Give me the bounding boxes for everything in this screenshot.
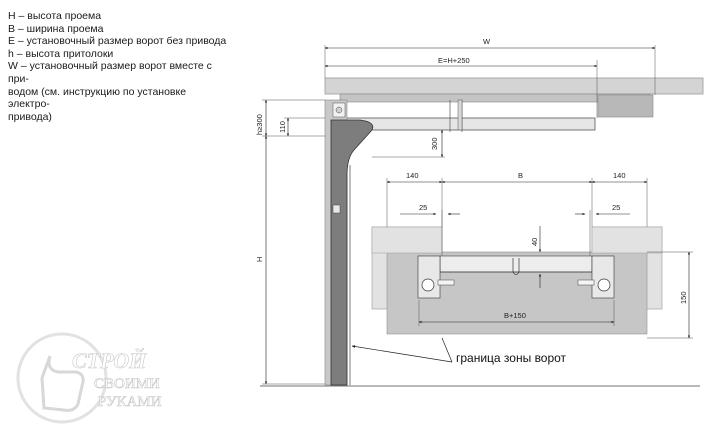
legend-line: B – ширина проема [8, 22, 104, 35]
side-view: W E=H+250 h≥300 110 300 H [255, 37, 704, 387]
horizontal-track [344, 117, 596, 131]
logo-line3: РУКАМИ [98, 394, 162, 410]
dim-b150: B+150 [504, 311, 526, 320]
dim-e: E=H+250 [438, 56, 470, 65]
legend-line: H – высота проема [8, 10, 102, 22]
dim-25-left: 25 [419, 203, 427, 212]
logo-line2: СВОИМИ [94, 376, 160, 392]
curved-frame [330, 119, 374, 386]
logo-ring [16, 332, 108, 424]
front-view: 140 B 140 25 25 40 B+150 150 [351, 171, 693, 365]
dim-b: B [518, 171, 523, 180]
dim-w: W [483, 37, 491, 46]
legend-line: привода) [8, 110, 52, 123]
dim-40: 40 [530, 238, 539, 246]
legend: H – высота проема B – ширина проема E – … [8, 10, 230, 123]
site-logo: СТРОЙ СВОИМИ РУКАМИ [16, 332, 162, 424]
ceiling-slab [324, 77, 704, 95]
dim-140-right: 140 [613, 171, 626, 180]
dim-hh: H [255, 257, 264, 262]
legend-line: E – установочный размер ворот без привод… [8, 35, 227, 48]
dim-150: 150 [679, 291, 688, 304]
legend-line: W – установочный размер ворот вместе с п… [8, 60, 212, 85]
dim-300: 300 [430, 137, 439, 150]
thumb-up-icon [40, 355, 85, 412]
lintel-top [371, 226, 443, 254]
dim-25-right: 25 [612, 203, 620, 212]
logo-line1: СТРОЙ [72, 348, 147, 373]
gate-zone-label: граница зоны ворот [456, 351, 567, 365]
legend-line: водом (см. инструкцию по установке элект… [8, 85, 187, 111]
dim-110: 110 [278, 121, 287, 133]
track-beam [439, 255, 593, 273]
dim-140-left: 140 [406, 171, 419, 180]
motor-unit [597, 94, 654, 118]
dim-h300: h≥300 [255, 114, 264, 135]
legend-line: h – высота притолоки [8, 47, 114, 60]
